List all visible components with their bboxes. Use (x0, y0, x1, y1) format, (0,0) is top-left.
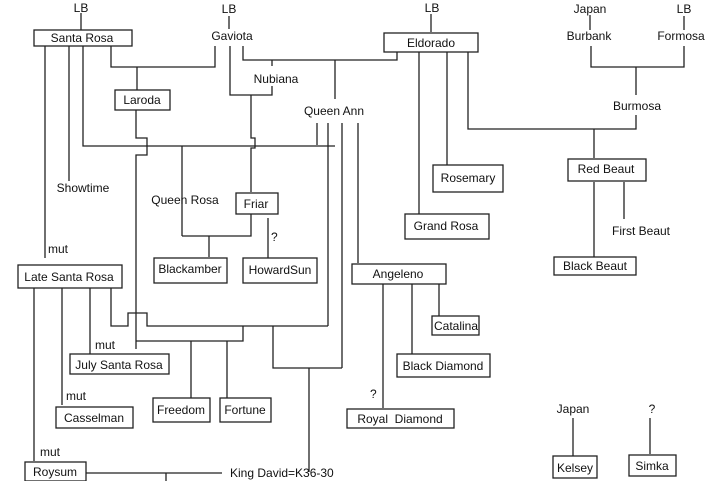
box-santa-rosa (33, 29, 133, 47)
edge-late-freedom-bar (110, 288, 328, 327)
label-santa-rosa: Santa Rosa (51, 31, 114, 45)
box-red-beaut (567, 158, 647, 182)
label-royal-diamond: Royal Diamond (357, 412, 442, 426)
label-howardsun: HowardSun (249, 263, 312, 277)
label-friar: Friar (244, 197, 269, 211)
box-howardsun (242, 257, 318, 284)
box-roysum (24, 461, 87, 481)
label-red-beaut: Red Beaut (578, 162, 635, 176)
label-fortune: Fortune (224, 403, 266, 417)
label-burbank: Burbank (567, 29, 613, 43)
label-lb-santa-rosa: LB (74, 1, 89, 15)
box-fortune (219, 397, 272, 423)
label-formosa: Formosa (657, 29, 705, 43)
label-black-diamond: Black Diamond (403, 359, 484, 373)
edge-gaviota-eldorado-queen-ann (242, 46, 398, 99)
label-first-beaut: First Beaut (612, 224, 671, 238)
label-q-simka: ? (649, 402, 656, 416)
box-grand-rosa (404, 213, 490, 240)
label-grand-rosa: Grand Rosa (414, 219, 479, 233)
label-laroda: Laroda (123, 93, 161, 107)
box-black-beaut (553, 256, 637, 276)
label-lb-formosa: LB (677, 2, 692, 16)
box-friar (235, 192, 279, 215)
box-laroda (114, 89, 171, 111)
label-freedom: Freedom (157, 403, 205, 417)
label-mut-july: mut (95, 338, 116, 352)
edge-santa-rosa-queen-rosa (82, 46, 335, 147)
label-q-howardsun: ? (271, 230, 278, 244)
box-rosemary (432, 164, 504, 193)
edge-roysum-king-david (86, 472, 222, 481)
box-black-diamond (396, 353, 491, 378)
box-angeleno (351, 263, 447, 285)
label-lb-eldorado: LB (425, 1, 440, 15)
box-kelsey (552, 455, 598, 479)
edge-eldorado-burmosa-red-beaut (467, 52, 637, 158)
label-mut-roysum: mut (40, 445, 61, 459)
edge-queen-ann-king-david (272, 326, 342, 472)
box-blackamber (153, 257, 228, 284)
label-king-david: King David=K36-30 (230, 466, 334, 480)
label-angeleno: Angeleno (373, 267, 424, 281)
edge-queen-rosa-friar-blackamber (182, 214, 252, 257)
label-roysum: Roysum (33, 465, 77, 479)
box-casselman (55, 406, 134, 429)
box-catalina (431, 315, 480, 336)
label-queen-rosa: Queen Rosa (151, 193, 219, 207)
label-q-royal: ? (370, 387, 377, 401)
label-showtime: Showtime (57, 181, 110, 195)
edge-santa-rosa-gaviota-laroda (110, 46, 216, 90)
label-casselman: Casselman (64, 411, 124, 425)
label-simka: Simka (635, 459, 669, 473)
label-japan-kelsey: Japan (557, 402, 590, 416)
box-eldorado (383, 32, 479, 53)
box-late-santa-rosa (17, 264, 123, 289)
box-royal-diamond (346, 408, 455, 429)
box-simka (628, 454, 677, 477)
label-blackamber: Blackamber (158, 262, 221, 276)
label-queen-ann: Queen Ann (304, 104, 364, 118)
box-freedom (152, 397, 211, 423)
edge-freedom-fortune-bar (136, 326, 244, 398)
label-japan-burbank: Japan (574, 2, 607, 16)
label-catalina: Catalina (434, 319, 478, 333)
label-eldorado: Eldorado (407, 36, 455, 50)
edge-burbank-formosa-burmosa (590, 46, 685, 95)
label-burmosa: Burmosa (613, 99, 661, 113)
label-kelsey: Kelsey (557, 461, 593, 475)
label-late-santa-rosa: Late Santa Rosa (24, 270, 114, 284)
label-july-santa-rosa: July Santa Rosa (75, 358, 163, 372)
edge-gaviota-nubiana-friar (229, 46, 273, 192)
label-black-beaut: Black Beaut (563, 259, 628, 273)
label-nubiana: Nubiana (254, 72, 299, 86)
label-lb-gaviota: LB (222, 2, 237, 16)
label-gaviota: Gaviota (211, 29, 253, 43)
label-mut-casselman: mut (66, 389, 87, 403)
label-mut-late: mut (48, 242, 69, 256)
box-july-santa-rosa (69, 353, 170, 375)
edge-laroda-down (135, 110, 148, 349)
label-rosemary: Rosemary (441, 171, 496, 185)
